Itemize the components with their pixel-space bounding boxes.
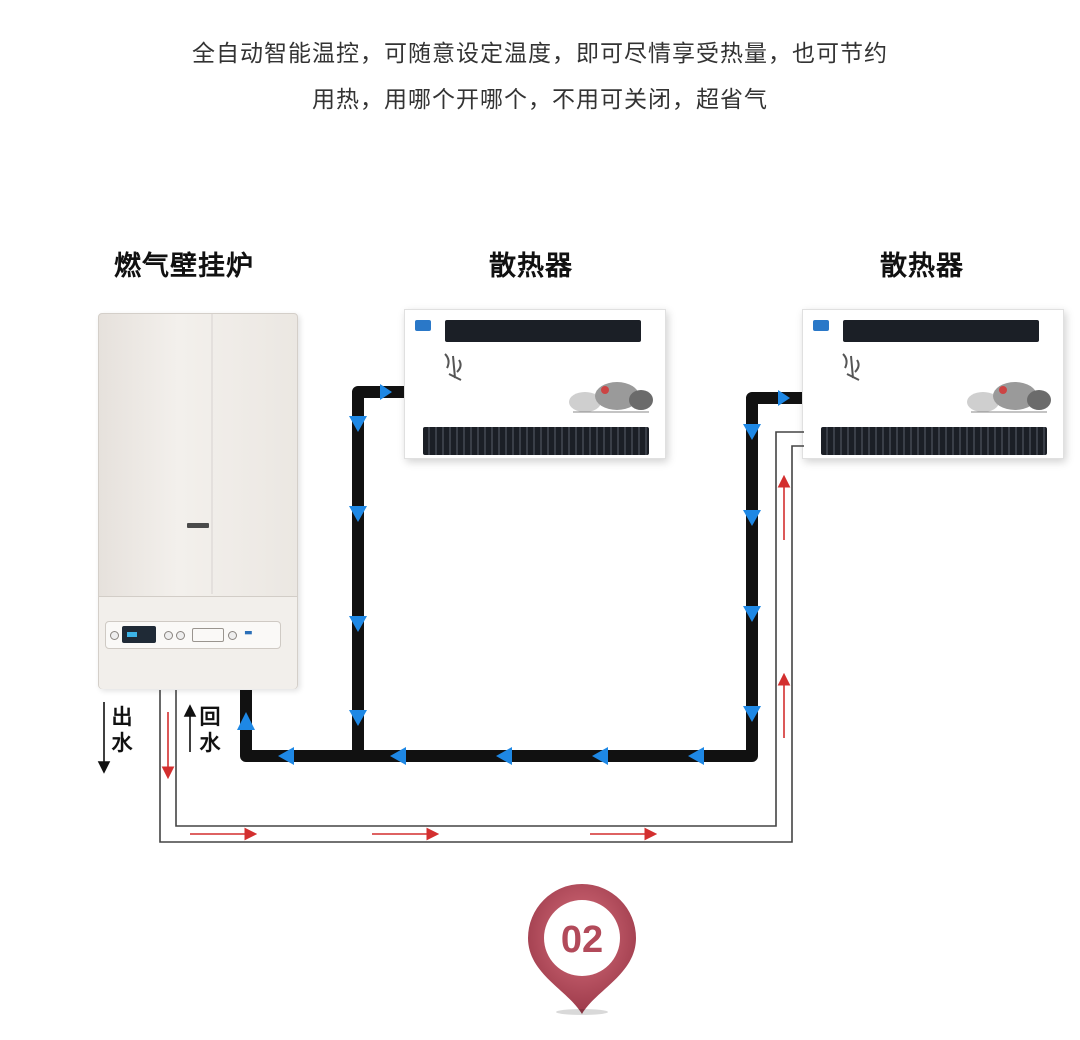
step-badge-map-pin-icon: 02 [528,884,636,1015]
calligraphy-icon [842,353,860,381]
flow-arrow-icon [743,606,761,622]
headline-line-2: 用热，用哪个开哪个，不用可关闭，超省气 [312,87,768,113]
outlet-arrow-icon [97,761,111,774]
radiator-bottom-grille [821,427,1047,455]
boiler-logo [187,523,209,528]
ink-painting-icon [967,382,1051,413]
boiler-button-icon [176,631,185,640]
flow-arrow-icon [380,384,392,400]
flow-arrow-icon [237,712,255,730]
step-number: 02 [561,919,603,961]
boiler-label: 燃气壁挂炉 [114,251,254,282]
headline-line-1: 全自动智能温控，可随意设定温度，即可尽情享受热量，也可节约 [192,41,888,67]
return-label-char: 水 [199,731,221,755]
return-label-char: 回 [199,705,221,729]
flow-arrow-icon [349,616,367,632]
calligraphy-icon [444,353,462,381]
radiator-badge-icon [415,320,431,331]
radiator-bottom-grille [423,427,649,455]
flow-arrow-icon [778,390,790,406]
flow-arrow-icon [496,747,512,765]
return-channel-pipe [175,431,804,827]
flow-arrow-icon [743,424,761,440]
boiler-button-icon [110,631,119,640]
radiator-2-label: 散热器 [880,251,964,282]
boiler-brand-mark: ▬ [244,628,253,638]
flow-arrow-icon [592,747,608,765]
boiler-control-panel: ▬ [99,596,297,689]
direction-arrows [97,702,197,774]
return-label: 回 水 [198,704,222,756]
radiator-1-label: 散热器 [489,251,573,282]
outlet-label-char: 出 [111,705,133,729]
radiator-badge-icon [813,320,829,331]
flow-arrow-icon [349,710,367,726]
radiator-top-grille [843,320,1039,342]
flow-arrow-icon [743,510,761,526]
radiator-top-grille [445,320,641,342]
supply-pipe [159,445,804,843]
gas-boiler: ▬ [98,313,298,689]
main-pipe [240,386,802,762]
flow-arrow-icon [688,747,704,765]
return-arrow-icon [183,704,197,717]
outlet-label: 出 水 [110,704,134,756]
boiler-button-icon [164,631,173,640]
boiler-segment-display [192,628,224,642]
boiler-display [122,626,156,643]
flow-arrow-icon [278,747,294,765]
boiler-seam [211,314,213,594]
flow-arrow-icon [349,416,367,432]
flow-arrows-red [161,474,791,841]
flow-arrow-icon [349,506,367,522]
radiator-1 [404,309,666,459]
ink-painting-icon [569,382,653,413]
flow-arrows-blue [237,384,790,765]
outlet-label-char: 水 [111,731,133,755]
flow-arrow-icon [390,747,406,765]
boiler-control-strip: ▬ [105,621,281,649]
radiator-2 [802,309,1064,459]
flow-arrow-icon [743,706,761,722]
boiler-button-icon [228,631,237,640]
